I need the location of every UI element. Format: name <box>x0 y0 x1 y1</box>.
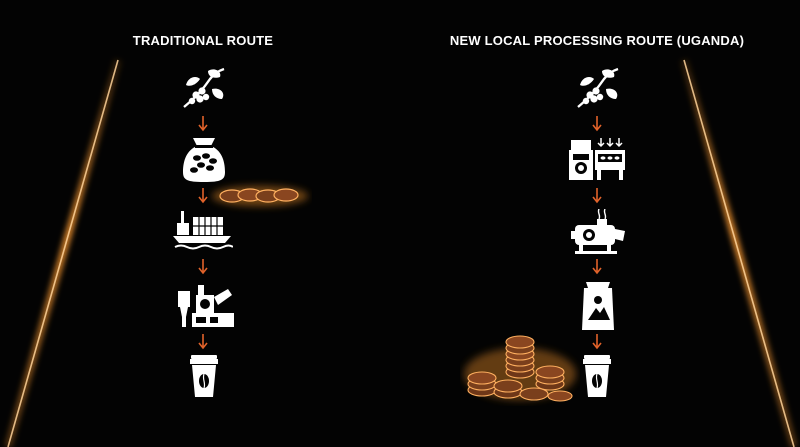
coffee-branch-icon <box>577 67 619 108</box>
cargo-ship-icon <box>173 211 233 250</box>
arrow-4 <box>198 334 208 350</box>
processing-machine-icon <box>569 138 625 180</box>
arrow-8 <box>592 334 602 350</box>
arrow-1 <box>198 116 208 132</box>
right-glow-edge <box>680 59 798 447</box>
arrow-2 <box>198 188 208 204</box>
left-route-title: TRADITIONAL ROUTE <box>132 33 274 48</box>
coffee-branch-icon <box>183 67 225 108</box>
coin-stack-small-icon <box>212 186 308 206</box>
arrow-7 <box>592 259 602 275</box>
arrow-3 <box>198 259 208 275</box>
roasting-machine-icon <box>178 285 234 327</box>
coffee-bag-icon <box>582 282 614 330</box>
arrow-6 <box>592 188 602 204</box>
coffee-cup-icon <box>583 355 611 397</box>
coffee-sack-icon <box>183 138 225 182</box>
right-route-title: NEW LOCAL PROCESSING ROUTE (UGANDA) <box>449 33 745 48</box>
coin-pile-large-icon <box>464 335 576 402</box>
coffee-cup-icon <box>190 355 218 397</box>
left-glow-edge <box>4 59 122 447</box>
arrow-5 <box>592 116 602 132</box>
roasting-machine-icon <box>571 209 625 254</box>
